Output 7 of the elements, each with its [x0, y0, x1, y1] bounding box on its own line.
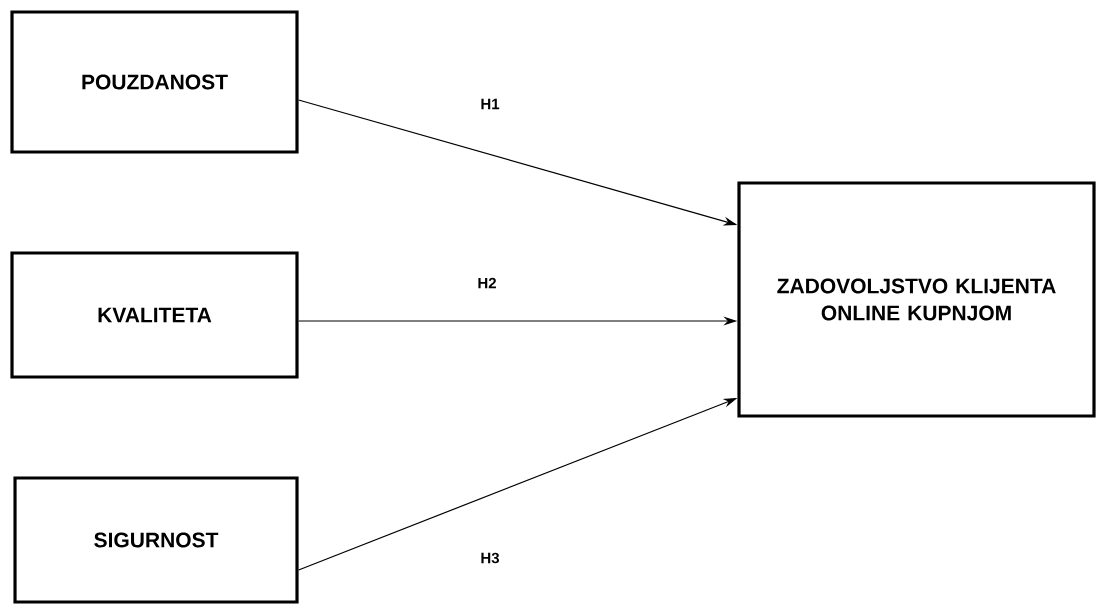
concept-box: SIGURNOST — [13, 476, 299, 604]
edge-label: H1 — [479, 97, 501, 111]
concept-box: ZADOVOLJSTVO KLIJENTA ONLINE KUPNJOM — [737, 181, 1096, 418]
edge-label: H2 — [476, 276, 498, 290]
edge-label: H3 — [479, 551, 501, 565]
concept-box: KVALITETA — [10, 251, 299, 379]
concept-box: POUZDANOST — [10, 10, 299, 154]
